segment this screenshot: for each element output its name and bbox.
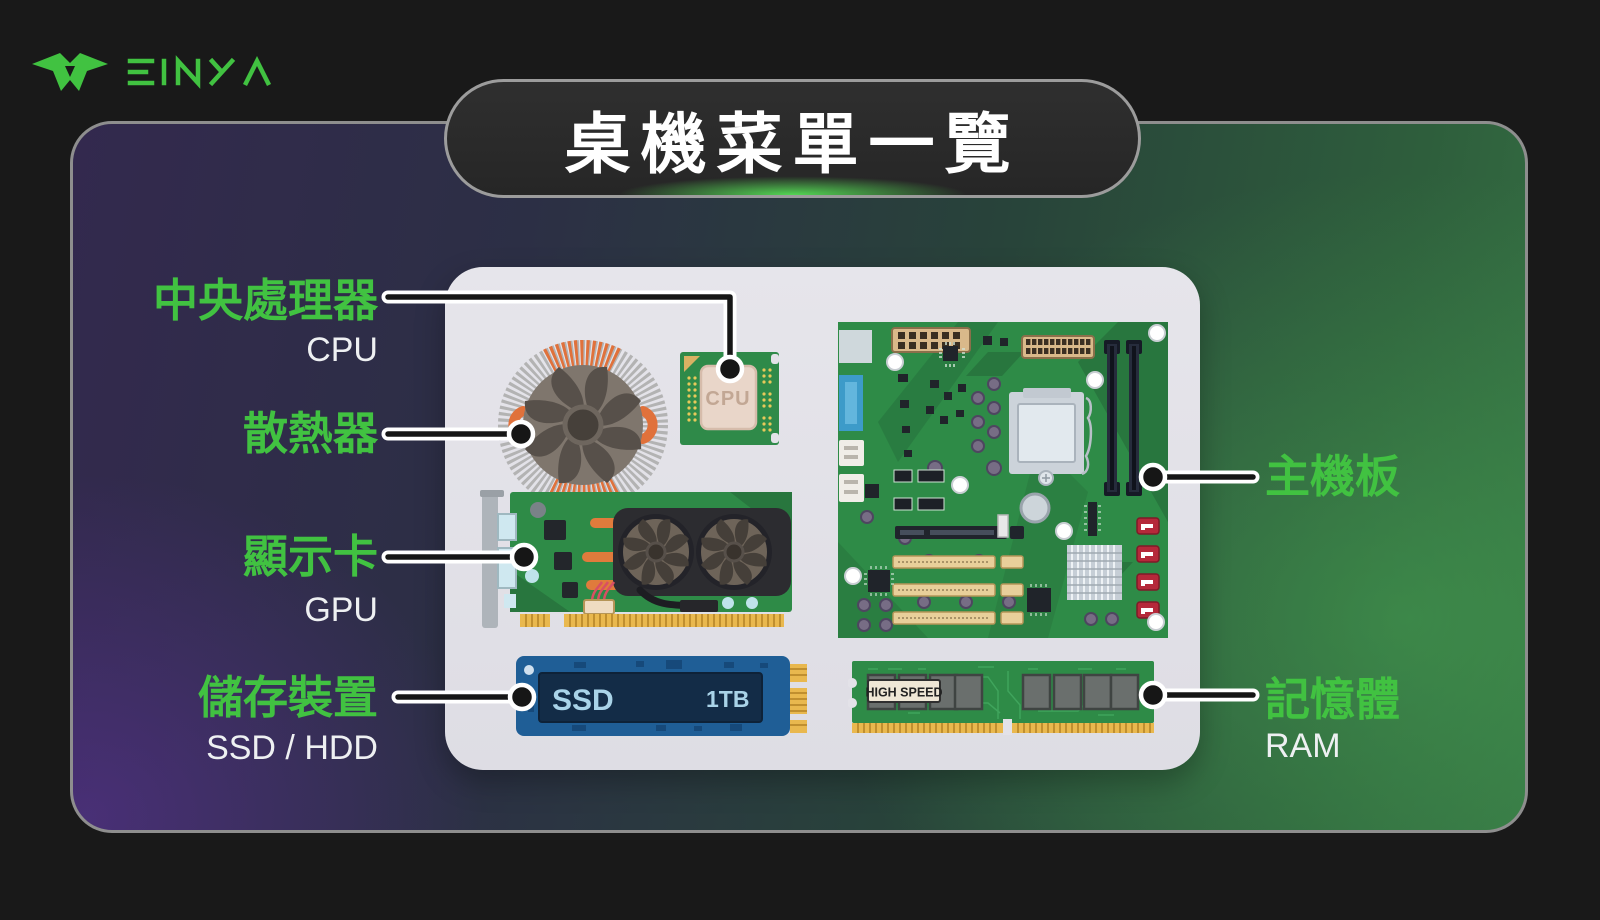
- cooler-fan-blades: [519, 361, 647, 489]
- mobo-ram-slots: [1104, 340, 1142, 496]
- ram-illustration: HIGH SPEED: [848, 661, 1154, 735]
- label-storage-en: SSD / HDD: [206, 729, 378, 767]
- ram-sticker-text: HIGH SPEED: [865, 686, 942, 700]
- gpu-edge-connector: [520, 614, 784, 627]
- mobo-power-connectors: [891, 327, 1095, 359]
- callout-dot-gpu: [509, 542, 539, 572]
- mobo-chipset-heatsink: [1067, 545, 1122, 600]
- cpu-corner-mark: [684, 356, 700, 372]
- sinya-logo-icon: [32, 53, 108, 91]
- title-banner: 桌機菜單一覽: [444, 79, 1141, 198]
- ssd-label-text: SSD: [552, 684, 614, 717]
- cooler-clip-right: [638, 406, 658, 444]
- callout-dot-cpu: [715, 354, 745, 384]
- ssd-label-area: [538, 672, 763, 723]
- label-storage-zh: 儲存裝置: [197, 672, 378, 723]
- sinya-logo-wordmark: [127, 55, 272, 89]
- label-gpu-zh: 顯示卡: [242, 531, 378, 582]
- ssd-capacity-text: 1TB: [706, 686, 749, 712]
- title-green-glow: [550, 169, 1035, 195]
- left-label-column: 中央處理器 CPU 散熱器 顯示卡 GPU 儲存裝置 SSD / HDD: [0, 0, 378, 920]
- label-cpu-zh: 中央處理器: [152, 275, 378, 326]
- callout-line-cpu: [385, 294, 733, 372]
- cpu-pins: [687, 368, 772, 432]
- mobo-cpu-socket: [1009, 388, 1093, 486]
- page-title: 桌機菜單一覽: [564, 106, 1021, 181]
- mobo-expansion-slots: [892, 526, 1024, 625]
- sinya-logo: [32, 53, 272, 91]
- label-cpu-en: CPU: [306, 331, 378, 369]
- gpu-fan-left: [618, 514, 694, 590]
- ram-edge-connector: [852, 719, 1154, 735]
- callout-dot-motherboard: [1138, 462, 1168, 492]
- callout-dot-memory: [1138, 680, 1168, 710]
- label-memory-en: RAM: [1265, 727, 1341, 765]
- label-motherboard-zh: 主機板: [1265, 451, 1401, 502]
- gpu-fan-right: [696, 514, 772, 590]
- label-gpu-en: GPU: [304, 591, 378, 629]
- ssd-edge-connector: [790, 664, 807, 733]
- cpu-chip-illustration: CPU: [680, 352, 779, 445]
- motherboard-illustration: [838, 322, 1168, 638]
- ssd-illustration: SSD 1TB: [516, 656, 807, 736]
- label-cooler-zh: 散熱器: [242, 408, 378, 459]
- cpu-chip-text: CPU: [705, 388, 750, 410]
- label-memory-zh: 記憶體: [1265, 674, 1401, 725]
- callout-dot-storage: [507, 682, 537, 712]
- gpu-illustration: [480, 490, 792, 628]
- callout-dot-cooler: [506, 419, 536, 449]
